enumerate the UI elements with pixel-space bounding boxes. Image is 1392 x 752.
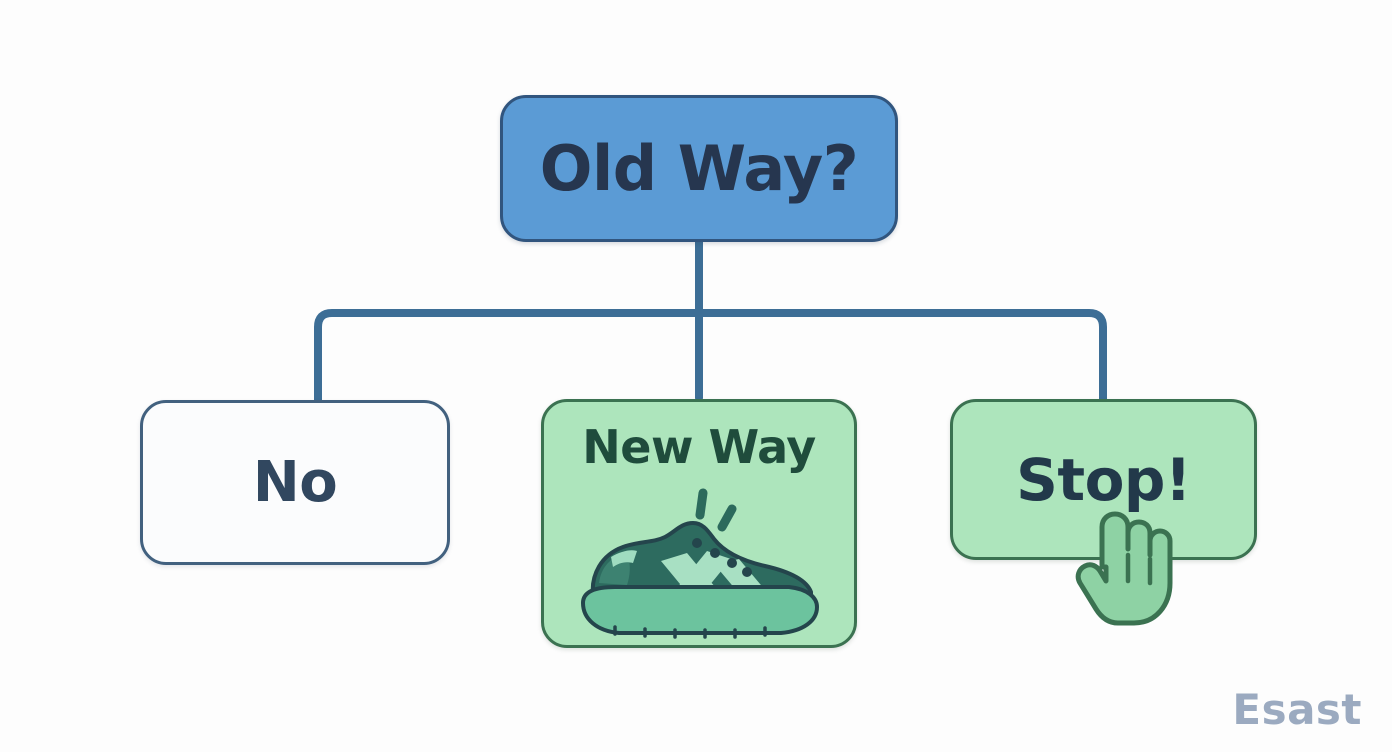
node-new-way-label: New Way [582, 420, 816, 474]
watermark: Esast [1232, 685, 1362, 734]
sneaker-laces [692, 538, 752, 577]
motion-dashes [695, 488, 737, 532]
sneaker-heel-stripe [611, 550, 637, 567]
node-stop-label: Stop! [1016, 445, 1191, 514]
node-no[interactable]: No [140, 400, 450, 565]
node-old-way-label: Old Way? [539, 131, 859, 205]
sneaker-sole [581, 585, 819, 635]
hand-shape [1075, 511, 1173, 626]
node-old-way[interactable]: Old Way? [500, 95, 898, 242]
sneaker-icon [581, 488, 819, 639]
hand-finger-lines [1125, 552, 1153, 586]
sneaker-tread [613, 625, 767, 639]
node-no-label: No [252, 449, 338, 515]
connector-bus [314, 309, 1107, 404]
pointing-hand-icon [1075, 511, 1173, 626]
